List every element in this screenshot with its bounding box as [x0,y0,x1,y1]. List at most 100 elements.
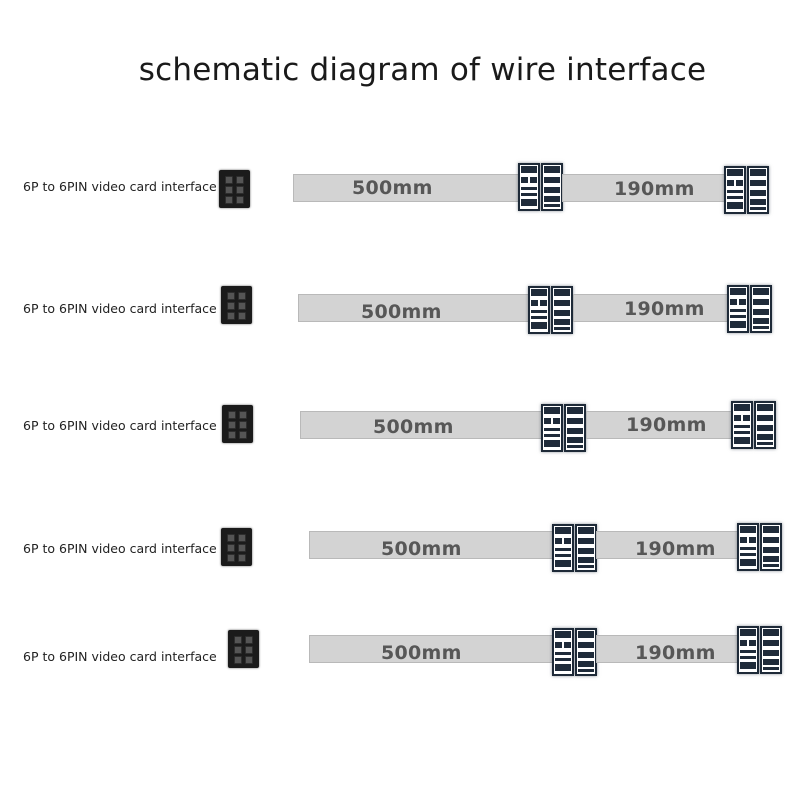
socket-pin [239,431,247,439]
length-label-2: 190mm [626,414,707,436]
plug-pin-block [740,629,756,636]
plug-pin-block [544,204,560,207]
interface-label: 6P to 6PIN video card interface [23,541,217,556]
plug-pin-block [730,288,746,295]
middle-connector-icon [552,628,598,676]
socket-pin [227,302,235,310]
plug-pin-block [740,640,747,646]
length-label-1: 500mm [381,538,462,560]
middle-connector-icon [518,163,564,211]
plug-pin-block [567,407,583,414]
plug-pin-block [763,650,779,656]
plug-pin-block [578,527,594,534]
plug-pin-block [554,289,570,296]
plug-pin-block [750,169,766,176]
plug-pin-block [750,190,766,196]
middle-connector-icon [528,286,574,334]
plug-pin-block [740,537,747,543]
plug-pin-block [740,559,756,566]
socket-pin [227,544,235,552]
plug-pin-block [531,300,538,306]
wire-segment-2 [586,411,733,439]
socket-pin [227,534,235,542]
plug-pin-block [753,288,769,295]
plug-pin-block [544,187,560,193]
plug-pin-block [763,659,779,665]
socket-pin [239,411,247,419]
wire-segment-2 [573,294,731,322]
socket-pin [238,544,246,552]
socket-pin [238,302,246,310]
plug-pin-block [757,434,773,440]
plug-pin-block [544,166,560,173]
plug-pin-block [727,202,743,209]
plug-pin-block [740,526,756,533]
length-label-2: 190mm [635,538,716,560]
plug-pin-block [554,310,570,316]
socket-pin [238,534,246,542]
end-connector-icon [727,285,773,333]
plug-pin-block [554,327,570,330]
plug-pin-block [743,415,750,421]
plug-pin-block [753,299,769,305]
plug-pin-block [567,445,583,448]
plug-pin-block [521,166,537,173]
length-label-1: 500mm [381,642,462,664]
plug-pin-block [734,404,750,411]
plug-pin-block [578,642,594,648]
plug-pin-block [740,547,756,550]
plug-pin-block [521,187,537,190]
plug-pin-block [750,207,766,210]
plug-pin-block [727,169,743,176]
female-connector-icon [221,528,252,566]
wire-segment-2 [596,531,741,559]
cable-row: 6P to 6PIN video card interface 500mm 19… [0,624,800,684]
end-connector-icon [737,523,783,571]
plug-pin-block [734,431,750,434]
middle-connector-icon [541,404,587,452]
female-connector-icon [219,170,250,208]
plug-pin-block [567,428,583,434]
plug-pin-block [555,527,571,534]
diagram-title: schematic diagram of wire interface [138,52,707,88]
plug-pin-block [521,193,537,196]
plug-pin-block [567,437,583,443]
plug-pin-block [740,650,756,653]
plug-pin-block [567,418,583,424]
plug-pin-block [531,322,547,329]
socket-pin [227,292,235,300]
plug-pin-block [740,662,756,669]
plug-pin-block [757,415,773,421]
plug-pin-block [730,299,737,305]
socket-pin [225,186,233,194]
wire-segment-1 [309,531,554,559]
plug-pin-block [763,640,779,646]
plug-pin-block [544,196,560,202]
plug-pin-block [578,652,594,658]
socket-pin [236,186,244,194]
plug-pin-block [555,652,571,655]
plug-pin-block [555,554,571,557]
plug-pin-block [763,556,779,562]
socket-pin [238,312,246,320]
length-label-2: 190mm [635,642,716,664]
female-connector-icon [228,630,259,668]
socket-pin [238,554,246,562]
plug-pin-block [544,440,560,447]
socket-pin [234,656,242,664]
plug-pin-block [757,404,773,411]
plug-pin-block [555,664,571,671]
plug-pin-block [727,180,734,186]
plug-pin-block [730,321,746,328]
plug-pin-block [734,425,750,428]
socket-pin [234,646,242,654]
plug-pin-block [578,669,594,672]
plug-pin-block [578,565,594,568]
length-label-1: 500mm [373,416,454,438]
plug-pin-block [750,180,766,186]
plug-pin-block [555,631,571,638]
plug-pin-block [578,538,594,544]
plug-pin-block [555,658,571,661]
plug-pin-block [553,418,560,424]
female-connector-icon [221,286,252,324]
